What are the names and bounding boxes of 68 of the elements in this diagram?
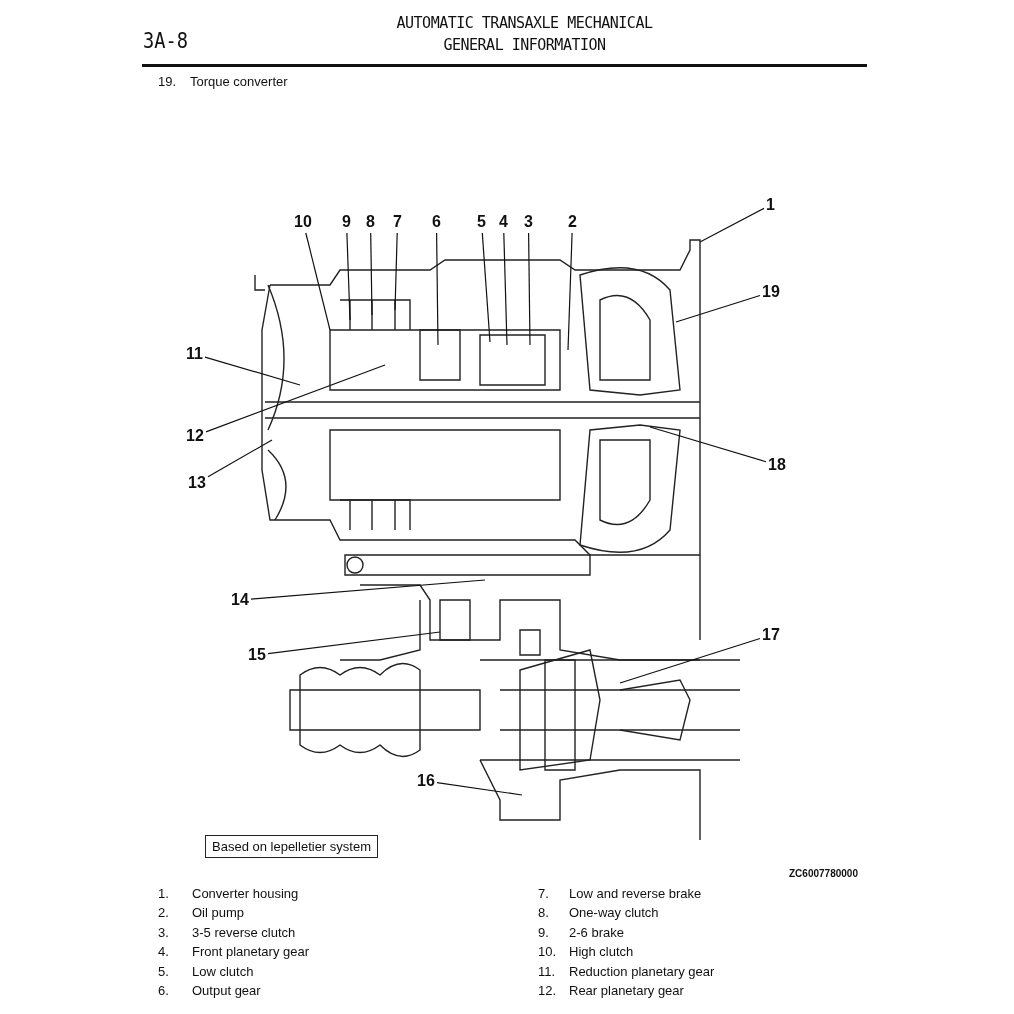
leader-line (699, 207, 765, 243)
leader-line (436, 782, 523, 796)
note-box: Based on lepelletier system (205, 835, 378, 858)
leader-line (675, 294, 761, 323)
part-name: Rear planetary gear (569, 983, 684, 998)
callout-number: 7 (393, 213, 402, 231)
leader-line (394, 232, 398, 311)
item-number: 8. (538, 905, 549, 921)
callout-number: 1 (766, 196, 775, 214)
part-name: High clutch (569, 944, 634, 960)
callout-number: 5 (477, 213, 486, 231)
leader-line (528, 232, 531, 346)
callout-number: 9 (342, 213, 351, 231)
leader-line (481, 232, 491, 343)
leader-line (205, 364, 386, 433)
callout-number: 19 (762, 283, 780, 301)
leader-line (207, 439, 273, 478)
part-name: Torque converter (190, 74, 288, 89)
part-name: Front planetary gear (192, 944, 310, 960)
callout-number: 14 (231, 591, 249, 609)
part-name: 2-6 brake (569, 924, 624, 940)
item-number: 12. (538, 983, 557, 998)
part-name: One-way clutch (569, 905, 659, 921)
callout-number: 2 (568, 213, 577, 231)
part-name: 3-5 reverse clutch (192, 924, 296, 940)
item-number: 3. (158, 924, 169, 940)
item-number: 2. (158, 905, 169, 921)
page-title: AUTOMATIC TRANSAXLE MECHANICAL GENERAL INFORMATION (395, 13, 654, 56)
callout-number: 18 (768, 456, 786, 474)
leader-line (436, 232, 439, 346)
part-name: Converter housing (192, 886, 299, 901)
part-name: Low clutch (192, 963, 254, 979)
leader-line (619, 637, 761, 684)
callout-number: 16 (417, 772, 435, 790)
callout-number: 4 (499, 213, 508, 231)
item-number: 9. (538, 924, 549, 940)
item-number: 4. (158, 944, 169, 960)
callout-number: 10 (294, 213, 312, 231)
page-number: 3A-8 (143, 28, 189, 53)
figure-code: ZC6007780000 (789, 868, 858, 879)
leader-line (567, 232, 573, 351)
item-number: 5. (158, 963, 169, 979)
callout-number: 17 (762, 626, 780, 644)
item-number: 10. (538, 944, 557, 960)
leader-line (305, 232, 331, 331)
leader-line (370, 232, 373, 316)
leader-line (346, 232, 351, 321)
part-name: Oil pump (192, 905, 245, 921)
callout-number: 13 (188, 474, 206, 492)
item-number: 11. (538, 963, 556, 979)
leader-line (204, 356, 301, 386)
leader-line (649, 426, 767, 463)
item-number: 1. (158, 886, 169, 901)
part-name: Reduction planetary gear (569, 963, 715, 979)
part-name: Output gear (192, 983, 261, 998)
callout-number: 12 (186, 427, 204, 445)
item-number: 7. (538, 886, 549, 901)
callout-number: 6 (432, 213, 441, 231)
callout-number: 11 (186, 345, 203, 363)
part-name: Low and reverse brake (569, 886, 702, 901)
item-number: 19. (158, 74, 177, 89)
callout-number: 8 (366, 213, 375, 231)
callout-number: 3 (524, 213, 533, 231)
item-number: 6. (158, 983, 169, 998)
callout-number: 15 (248, 646, 266, 664)
leader-line (503, 232, 508, 346)
leader-line (250, 579, 486, 600)
leader-line (267, 631, 441, 655)
